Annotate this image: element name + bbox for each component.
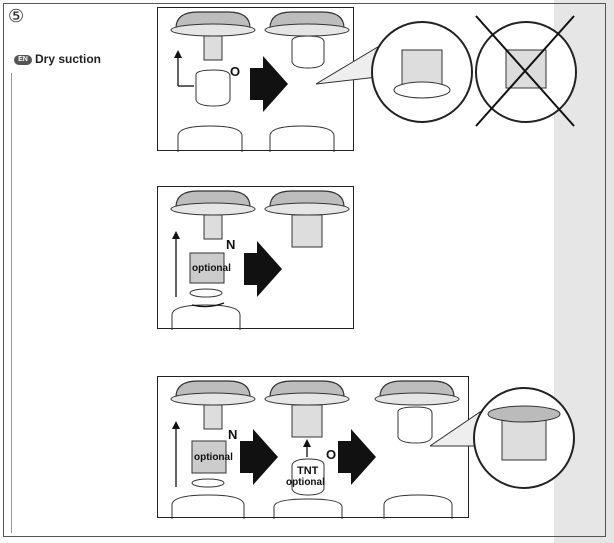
head-rim-right [264, 202, 350, 216]
zoom-detail-2 [430, 387, 575, 489]
optional-filter [191, 440, 227, 474]
panel-1-illustration [170, 11, 350, 152]
panel-fit-filter: N optional [157, 186, 354, 330]
dust-bag-right [291, 35, 325, 69]
lift-arrow-head [172, 231, 180, 239]
tank-1 [171, 494, 245, 519]
section-title: Dry suction [35, 52, 102, 66]
vacuum-head-right [269, 11, 345, 29]
tnt-bag [291, 458, 325, 496]
label-optional-panel3-a: optional [194, 452, 233, 463]
vacuum-head-left [175, 11, 251, 29]
head-rim-left [170, 202, 256, 216]
big-arrow-2 [244, 241, 282, 297]
label-tnt: TNT [297, 465, 319, 477]
filter-1 [203, 404, 223, 430]
vacuum-head-2 [269, 380, 345, 398]
zoom-rim-fitted [487, 405, 561, 423]
optional-filter [189, 252, 225, 284]
head-rim-3 [374, 392, 460, 406]
label-optional-panel3-b: optional [286, 477, 325, 488]
rotate-arrow [191, 302, 225, 308]
vacuum-head-left [175, 190, 251, 208]
dust-bag-left [195, 69, 231, 107]
big-arrow-1 [250, 56, 288, 112]
lift-arrow-head-1 [172, 421, 180, 429]
vacuum-head-1 [175, 380, 251, 398]
panel-2-illustration [170, 190, 350, 330]
zoom-filter-fitted [501, 419, 547, 461]
filter-2 [291, 404, 323, 438]
zoom-callout-2 [430, 411, 481, 447]
label-o-panel1: O [230, 64, 241, 79]
tank-left [177, 125, 243, 152]
lift-arrow-head-2 [303, 439, 311, 447]
head-rim-left [170, 23, 256, 37]
filter-left [203, 35, 223, 61]
label-optional-panel2: optional [192, 263, 231, 274]
tank-3 [383, 494, 453, 519]
page-frame [3, 3, 606, 537]
left-rule [11, 73, 12, 533]
vacuum-head-right [269, 190, 345, 208]
panel-fit-bag: N optional TNT optional O [157, 376, 469, 519]
zoom-bag-correct [393, 81, 451, 99]
filter-left [203, 214, 223, 240]
filter-ring [189, 288, 223, 298]
filter-right [291, 214, 323, 248]
panel-remove-bag: O [157, 7, 354, 152]
lift-arrow-head [174, 50, 182, 58]
tank-left [171, 304, 241, 330]
head-rim-2 [264, 392, 350, 406]
language-badge: EN [14, 55, 32, 65]
label-n-panel2: N [226, 237, 236, 252]
head-rim-1 [170, 392, 256, 406]
big-arrow-3b [338, 429, 376, 485]
filter-ring [191, 478, 225, 488]
vacuum-head-3 [379, 380, 455, 398]
wrong-cross-2 [475, 15, 575, 127]
tank-right [269, 125, 335, 152]
step-number: ⑤ [8, 6, 25, 27]
big-arrow-3a [240, 429, 278, 485]
label-o-panel3: O [326, 447, 337, 462]
tank-2 [273, 498, 343, 519]
label-n-panel3: N [228, 427, 238, 442]
panel-3-illustration [170, 380, 460, 519]
dust-bag-fitted [397, 406, 433, 444]
zoom-detail-1 [316, 15, 577, 127]
